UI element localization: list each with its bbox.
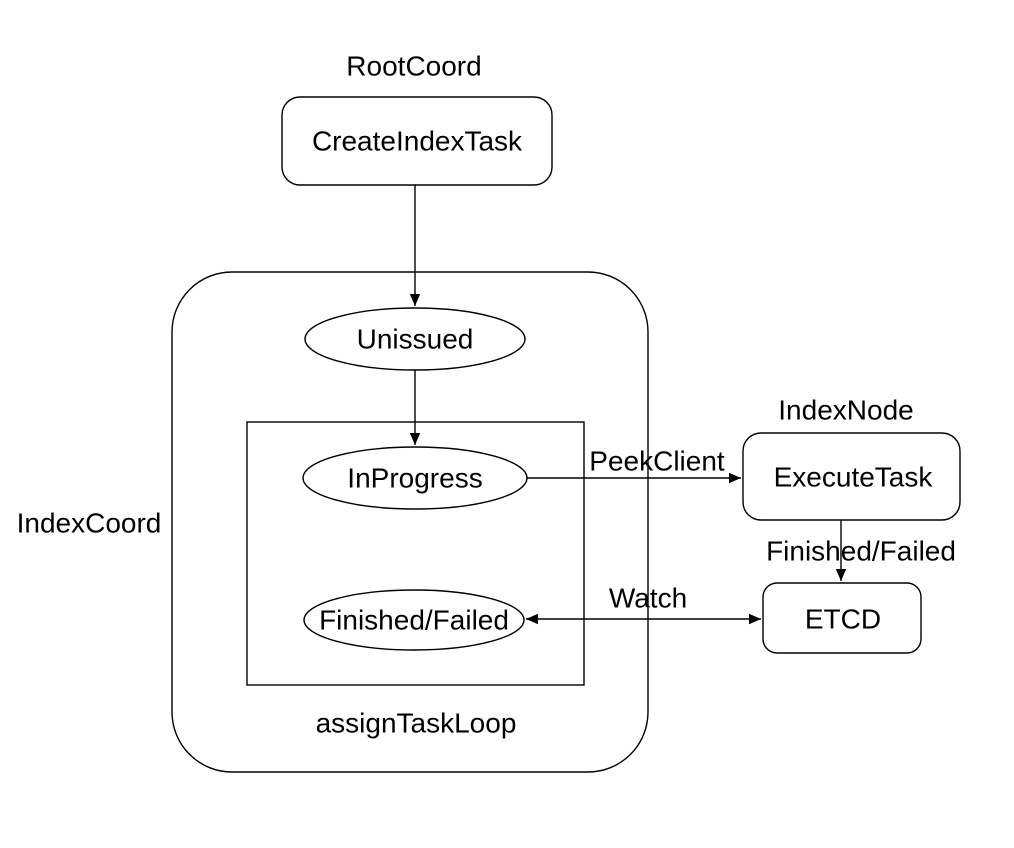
- execute-task-box: [742, 432, 961, 521]
- etcd-label: ETCD: [805, 604, 881, 635]
- execute-task-label: ExecuteTask: [774, 462, 934, 493]
- assign-task-loop-box: [246, 421, 585, 686]
- finished-failed-edge-label: Finished/Failed: [766, 536, 956, 567]
- create-index-task-label: CreateIndexTask: [312, 126, 523, 157]
- unissued-ellipse: [304, 307, 526, 371]
- etcd-box: [762, 582, 922, 654]
- create-index-task-box: [281, 96, 553, 186]
- index-coord-container: [171, 271, 649, 773]
- index-coord-label: IndexCoord: [17, 508, 162, 539]
- in-progress-label: InProgress: [347, 463, 482, 494]
- finished-failed-ellipse: [303, 589, 525, 651]
- unissued-label: Unissued: [357, 324, 474, 355]
- in-progress-ellipse: [302, 446, 528, 510]
- watch-edge-label: Watch: [609, 583, 687, 614]
- peek-client-edge-label: PeekClient: [589, 446, 725, 477]
- index-node-label: IndexNode: [778, 395, 913, 426]
- finished-failed-state-label: Finished/Failed: [319, 605, 509, 636]
- root-coord-label: RootCoord: [346, 51, 481, 82]
- assign-task-loop-label: assignTaskLoop: [316, 708, 517, 739]
